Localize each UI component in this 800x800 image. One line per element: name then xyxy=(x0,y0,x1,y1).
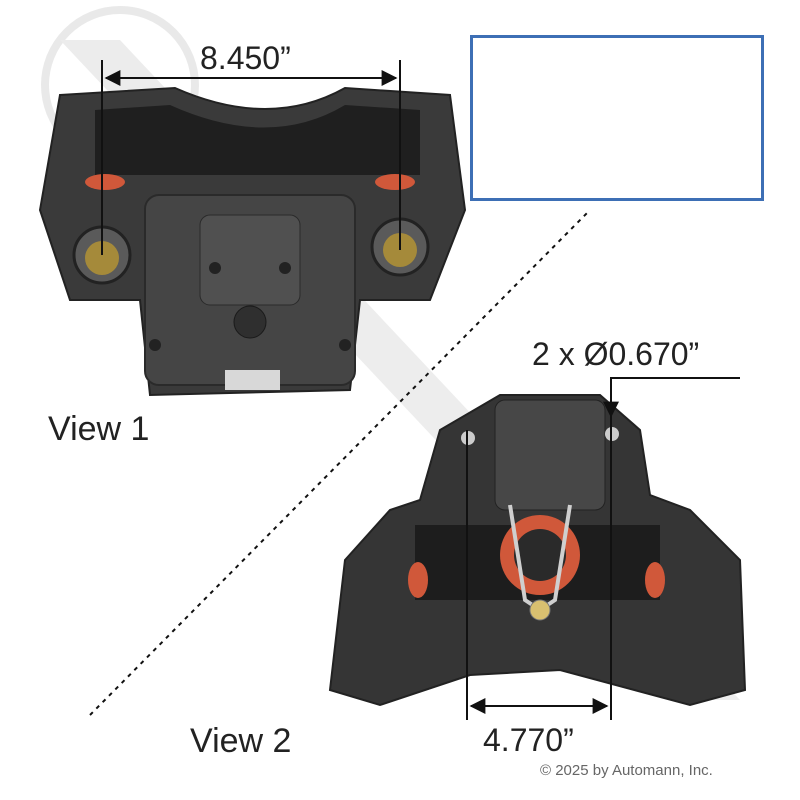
view1-label: View 1 xyxy=(48,410,150,448)
parts-inset-frame xyxy=(470,35,764,201)
hole-leader-line xyxy=(603,377,740,418)
dimension-label-view2: 4.770” xyxy=(483,722,574,758)
view-separator-line xyxy=(89,209,591,716)
copyright-notice: © 2025 by Automann, Inc. xyxy=(540,762,713,779)
view2-label: View 2 xyxy=(190,722,292,760)
caliper-view2 xyxy=(328,394,747,707)
dimension-label-holes: 2 x Ø0.670” xyxy=(532,336,700,372)
dimension-label-view1: 8.450” xyxy=(200,40,291,76)
